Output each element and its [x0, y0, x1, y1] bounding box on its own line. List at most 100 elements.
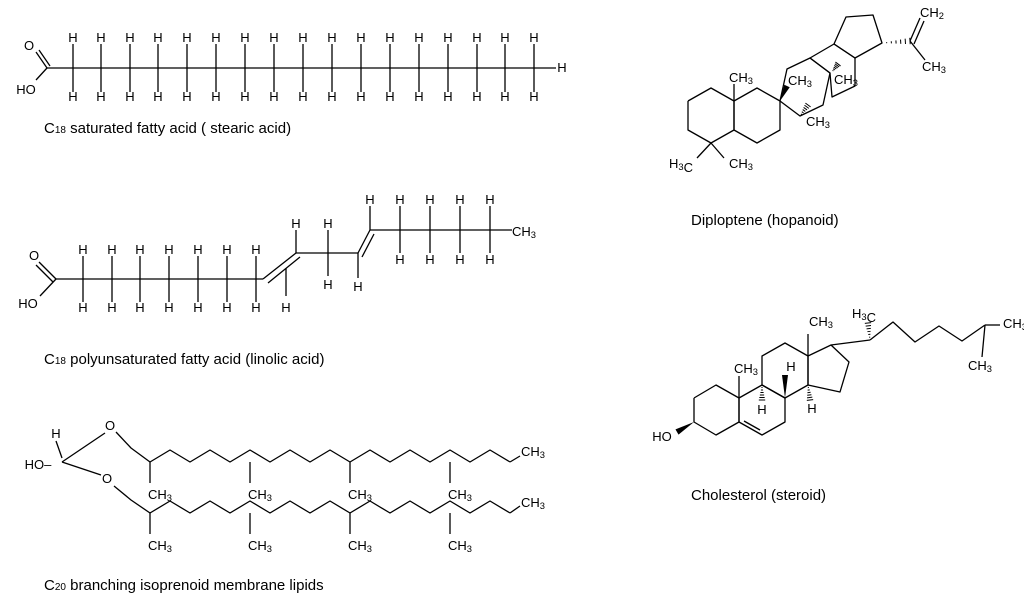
hydrogen-label: H [395, 252, 404, 267]
hydrogen-label: H [455, 192, 464, 207]
hydrogen-label: H [78, 242, 87, 257]
methyl-label: CH3 [348, 487, 372, 504]
methyl-label: CH3 [834, 72, 858, 89]
hydrogen-label: H [135, 300, 144, 315]
hydrogen-label: H [51, 426, 60, 441]
side-chain [869, 321, 986, 343]
hydrogen-label: H [323, 277, 332, 292]
hydrogen-label: H [107, 242, 116, 257]
hydrogen-label: H [327, 89, 336, 104]
wedge-bond [782, 375, 788, 398]
wedge-bond [675, 422, 694, 435]
double-bond [743, 420, 761, 431]
carbonyl-bond [35, 51, 48, 69]
methyl-label: CH3 [348, 538, 372, 555]
ring-e [833, 14, 883, 59]
double-bond [267, 256, 301, 284]
ring-b [733, 87, 781, 144]
hydrogen-label: H [182, 89, 191, 104]
bond [710, 142, 725, 159]
bond [509, 455, 521, 463]
hydroxyl-label: HO [652, 429, 672, 444]
hydrogen-label: H [269, 89, 278, 104]
oxygen-label: O [29, 248, 39, 263]
hash-bond [886, 37, 911, 45]
ring-a [693, 384, 740, 436]
hash-bond [758, 387, 766, 401]
hydrogen-label: H [68, 30, 77, 45]
hydrogen-label: H [125, 89, 134, 104]
hydrogen-label: H [500, 89, 509, 104]
methyl-label: CH3 [922, 59, 946, 76]
methyl-label: CH3 [521, 444, 545, 461]
methyl-label: CH3 [448, 538, 472, 555]
hydrogen-label: H [78, 300, 87, 315]
hydrogen-label: H [211, 89, 220, 104]
methyl-label: CH3 [448, 487, 472, 504]
hydrogen-label: H [455, 252, 464, 267]
hydrogen-label: H [414, 30, 423, 45]
hydrogen-label: H [786, 359, 795, 374]
hydrogen-label: H [472, 30, 481, 45]
hydrogen-label: H [425, 252, 434, 267]
hydrogen-label: H [356, 89, 365, 104]
hydrogen-label: H [529, 89, 538, 104]
hydrogen-label: H [298, 30, 307, 45]
carbonyl-bond [38, 261, 57, 280]
methyl-label: CH3 [148, 487, 172, 504]
hydrogen-label: H [365, 192, 374, 207]
hydrogen-label: H [164, 242, 173, 257]
methyl-label: CH3 [248, 487, 272, 504]
methyl-label: CH3 [806, 114, 830, 131]
caption-diploptene: Diploptene (hopanoid) [691, 212, 839, 229]
hydrogen-label: H [443, 30, 452, 45]
hydrogen-label: H [291, 216, 300, 231]
hydrogen-label: H [107, 300, 116, 315]
bond [35, 67, 48, 81]
bond [981, 324, 986, 358]
bond [830, 339, 871, 346]
hydroxyl-label: HO [16, 82, 36, 97]
hydroxyl-label: HO– [25, 457, 53, 472]
double-bond [909, 17, 921, 42]
methyl-label: CH3 [248, 538, 272, 555]
hydrogen-label: H [281, 300, 290, 315]
hydrogen-label: H [414, 89, 423, 104]
methyl-label: CH3 [1003, 316, 1024, 333]
methyl-label: CH3 [788, 73, 812, 90]
hydrogen-label: H [356, 30, 365, 45]
hash-bond [832, 61, 841, 72]
hydrogen-label: H [222, 300, 231, 315]
hydrogen-label: H [425, 192, 434, 207]
methyl-label: H3C [852, 306, 876, 325]
hydrogen-label: H [323, 216, 332, 231]
hydroxyl-label: HO [18, 296, 38, 311]
isoprenoid-chain-lower [113, 485, 511, 514]
hydrogen-label: H [500, 30, 509, 45]
bond [696, 142, 712, 159]
double-bond [357, 229, 371, 254]
methyl-label: CH3 [809, 314, 833, 331]
hydrogen-label: H [269, 30, 278, 45]
hydrogen-label: H [125, 30, 134, 45]
oxygen-label: O [24, 38, 34, 53]
methylene-label: CH2 [920, 5, 944, 22]
ch-bond [55, 440, 63, 459]
double-bond [361, 233, 375, 258]
methyl-label: CH3 [148, 538, 172, 555]
double-bond [262, 252, 297, 280]
hydrogen-label: H [251, 242, 260, 257]
hash-bond [806, 386, 814, 401]
hydrogen-label: H [222, 242, 231, 257]
hydrogen-label: H [211, 30, 220, 45]
bond [509, 505, 521, 514]
caption-cholesterol: Cholesterol (steroid) [691, 487, 827, 504]
hydrogen-label: H [385, 30, 394, 45]
carbonyl-bond [38, 49, 51, 67]
hydrogen-label: H [757, 402, 766, 417]
hydrogen-label: H [485, 192, 494, 207]
hydrogen-label: H [96, 89, 105, 104]
hydrogen-label: H [193, 300, 202, 315]
hydrogen-label: H [807, 401, 816, 416]
